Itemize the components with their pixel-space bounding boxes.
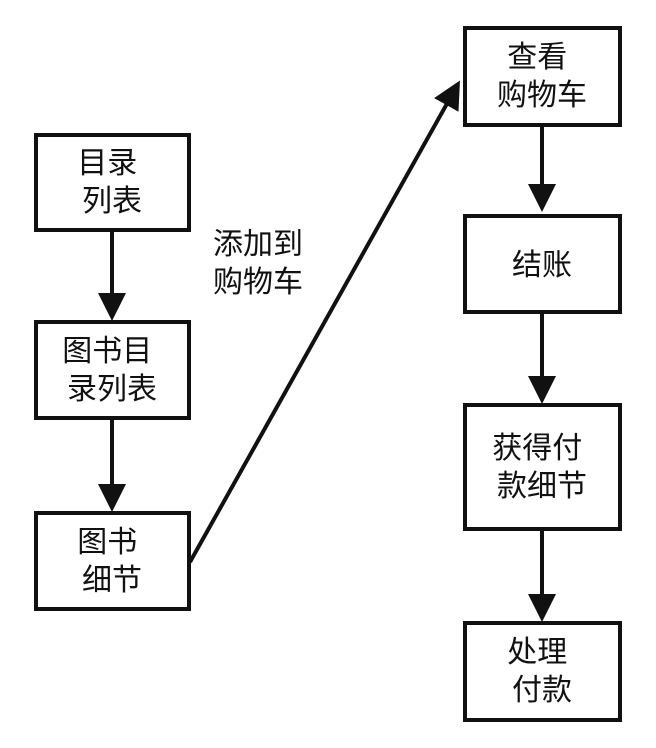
- node-label-line: 细节: [82, 563, 142, 598]
- node-catalog-list: 目录 列表: [34, 133, 191, 232]
- node-label-line: 获得付: [492, 431, 582, 466]
- node-label-line: 付款: [512, 673, 572, 708]
- node-label-line: 查看: [507, 40, 567, 75]
- node-view-cart: 查看 购物车: [463, 26, 622, 127]
- svg-text:图书 细节: 图书 细节: [77, 525, 147, 598]
- node-label-line: 列表: [82, 184, 142, 219]
- node-get-payment-detail: 获得付 款细节: [463, 403, 622, 531]
- node-label-line: 处理: [507, 635, 567, 670]
- svg-text:处理 付款: 处理 付款: [507, 635, 577, 708]
- edge-detail-to-cart: [188, 80, 460, 563]
- edge-label-line: 购物车: [213, 265, 303, 300]
- node-book-catalog-list: 图书目 录列表: [34, 320, 191, 420]
- node-box: [34, 320, 191, 420]
- node-label-line: 结账: [512, 248, 572, 283]
- svg-text:获得付 款细节: 获得付 款细节: [492, 431, 592, 504]
- node-label-line: 录列表: [67, 372, 157, 407]
- node-box: [463, 403, 622, 531]
- edge-label-line: 添加到: [213, 227, 303, 262]
- node-label-line: 目录: [77, 146, 137, 181]
- node-label-line: 图书: [77, 525, 137, 560]
- node-book-detail: 图书 细节: [34, 511, 191, 611]
- node-label-line: 购物车: [497, 78, 587, 113]
- svg-text:目录 列表: 目录 列表: [77, 146, 147, 219]
- node-checkout: 结账: [463, 214, 622, 314]
- node-box: [463, 214, 622, 314]
- edge-label-add-to-cart: 添加到 购物车: [213, 227, 313, 300]
- svg-text:图书目 录列表: 图书目 录列表: [62, 334, 162, 407]
- svg-text:结账: 结账: [512, 248, 572, 283]
- svg-text:查看 购物车: 查看 购物车: [497, 40, 587, 113]
- node-box: [34, 133, 191, 232]
- node-box: [463, 26, 622, 127]
- node-box: [34, 511, 191, 611]
- node-process-payment: 处理 付款: [463, 621, 622, 722]
- node-label-line: 款细节: [497, 469, 587, 504]
- node-box: [463, 621, 622, 722]
- node-label-line: 图书目: [62, 334, 152, 369]
